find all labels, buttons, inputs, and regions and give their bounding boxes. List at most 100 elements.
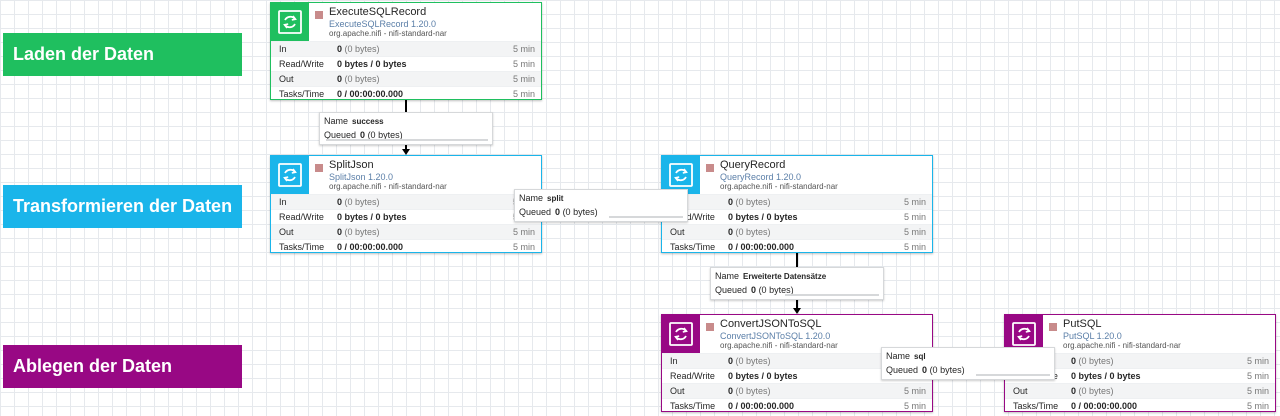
stat-tasks-time: 0 / 00:00:00.000 (337, 89, 404, 99)
processor-name: ConvertJSONToSQL (720, 318, 822, 330)
processor-header: ConvertJSONToSQL ConvertJSONToSQL 1.20.0… (662, 315, 932, 353)
stat-label-out: Out (670, 227, 685, 237)
stat-count: 0 (728, 197, 734, 207)
stopped-icon (706, 323, 714, 331)
processor-cycle-icon (1012, 322, 1036, 346)
processor-splitjson[interactable]: SplitJson SplitJson 1.20.0 org.apache.ni… (270, 155, 542, 253)
processor-putsql[interactable]: PutSQL PutSQL 1.20.0 org.apache.nifi - n… (1004, 314, 1276, 412)
label-laden[interactable]: Laden der Daten (3, 33, 242, 76)
stat-label-in: In (670, 356, 678, 366)
stat-window: 5 min (512, 59, 535, 69)
stat-value-tasks-time: 0 / 00:00:00.000 (1071, 401, 1137, 411)
stat-read-write-bytes: 0 bytes / 0 bytes (337, 59, 407, 69)
stat-read-write-bytes: 0 bytes / 0 bytes (1071, 371, 1141, 381)
connection-name-key: Name (324, 116, 349, 126)
stat-bytes: (0 bytes) (344, 197, 380, 207)
stopped-icon (315, 11, 323, 19)
stat-row-out: Out 0 (0 bytes) 5 min (662, 224, 932, 239)
processor-type: PutSQL 1.20.0 (1063, 331, 1122, 341)
connection-queued-count: 0 (751, 285, 757, 295)
stat-count: 0 (1071, 356, 1077, 366)
processor-cycle-icon (669, 322, 693, 346)
connection-queued-count: 0 (360, 130, 366, 140)
stat-tasks-time: 0 / 00:00:00.000 (728, 242, 795, 252)
label-ablegen[interactable]: Ablegen der Daten (3, 345, 242, 388)
processor-name: PutSQL (1063, 318, 1102, 330)
stat-value-in: 0 (0 bytes) (728, 197, 771, 207)
stat-row-out: Out 0 (0 bytes) 5 min (271, 71, 541, 86)
stat-window: 5 min (903, 386, 926, 396)
processor-icon (271, 156, 309, 194)
stat-value-read-write: 0 bytes / 0 bytes (337, 59, 407, 69)
processor-name: SplitJson (329, 159, 374, 171)
stat-value-out: 0 (0 bytes) (728, 227, 771, 237)
stat-value-tasks-time: 0 / 00:00:00.000 (728, 242, 794, 252)
stat-label-tasks-time: Tasks/Time (1013, 401, 1059, 411)
connection-name: split (547, 194, 564, 203)
connection-name: success (352, 117, 384, 126)
connection-queued-bytes: (0 bytes) (367, 130, 403, 140)
connection-name-key: Name (519, 193, 544, 203)
stat-label-read-write: Read/Write (670, 212, 715, 222)
processor-cycle-icon (278, 10, 302, 34)
processor-icon (662, 156, 700, 194)
stat-bytes: (0 bytes) (344, 44, 380, 54)
connection-queued-count: 0 (555, 207, 561, 217)
stat-label-tasks-time: Tasks/Time (279, 89, 325, 99)
stat-value-tasks-time: 0 / 00:00:00.000 (728, 401, 794, 411)
processor-cycle-icon (278, 163, 302, 187)
stat-row-tasks-time: Tasks/Time 0 / 00:00:00.000 5 min (271, 239, 541, 254)
stat-count: 0 (728, 356, 734, 366)
stopped-icon (706, 164, 714, 172)
processor-icon (662, 315, 700, 353)
stopped-icon (315, 164, 323, 172)
stat-window: 5 min (512, 227, 535, 237)
processor-executesqlrecord[interactable]: ExecuteSQLRecord ExecuteSQLRecord 1.20.0… (270, 2, 542, 100)
connection-queued-bytes: (0 bytes) (929, 365, 965, 375)
stat-window: 5 min (512, 242, 535, 252)
arrow-head-icon (793, 308, 801, 314)
processor-queryrecord[interactable]: QueryRecord QueryRecord 1.20.0 org.apach… (661, 155, 933, 253)
queue-bar (976, 374, 1050, 376)
stat-read-write-bytes: 0 bytes / 0 bytes (728, 212, 798, 222)
stat-window: 5 min (903, 212, 926, 222)
processor-type: ConvertJSONToSQL 1.20.0 (720, 331, 831, 341)
stat-window: 5 min (1246, 401, 1269, 411)
stat-read-write-bytes: 0 bytes / 0 bytes (337, 212, 407, 222)
label-text: Transformieren der Daten (13, 196, 233, 216)
stat-window: 5 min (903, 197, 926, 207)
stat-row-read-write: Read/Write 0 bytes / 0 bytes 5 min (271, 209, 541, 224)
connection-queued-count: 0 (922, 365, 928, 375)
stat-bytes: (0 bytes) (1078, 386, 1114, 396)
stat-count: 0 (337, 227, 343, 237)
stat-tasks-time: 0 / 00:00:00.000 (728, 401, 795, 411)
arrow-head-icon (402, 149, 410, 155)
processor-icon (1005, 315, 1043, 353)
processor-cycle-icon (669, 163, 693, 187)
stat-label-read-write: Read/Write (670, 371, 715, 381)
stopped-icon (1049, 323, 1057, 331)
stat-label-tasks-time: Tasks/Time (670, 242, 716, 252)
stat-bytes: (0 bytes) (344, 74, 380, 84)
stat-window: 5 min (512, 89, 535, 99)
processor-bundle: org.apache.nifi - nifi-standard-nar (720, 341, 838, 350)
connection-name-key: Name (886, 351, 911, 361)
stat-count: 0 (1071, 386, 1077, 396)
processor-type: ExecuteSQLRecord 1.20.0 (329, 19, 437, 29)
stat-value-read-write: 0 bytes / 0 bytes (337, 212, 407, 222)
label-transformieren[interactable]: Transformieren der Daten (3, 185, 242, 228)
processor-name: ExecuteSQLRecord (329, 6, 427, 18)
processor-header: QueryRecord QueryRecord 1.20.0 org.apach… (662, 156, 932, 194)
stat-read-write-bytes: 0 bytes / 0 bytes (728, 371, 798, 381)
processor-name: QueryRecord (720, 159, 786, 171)
